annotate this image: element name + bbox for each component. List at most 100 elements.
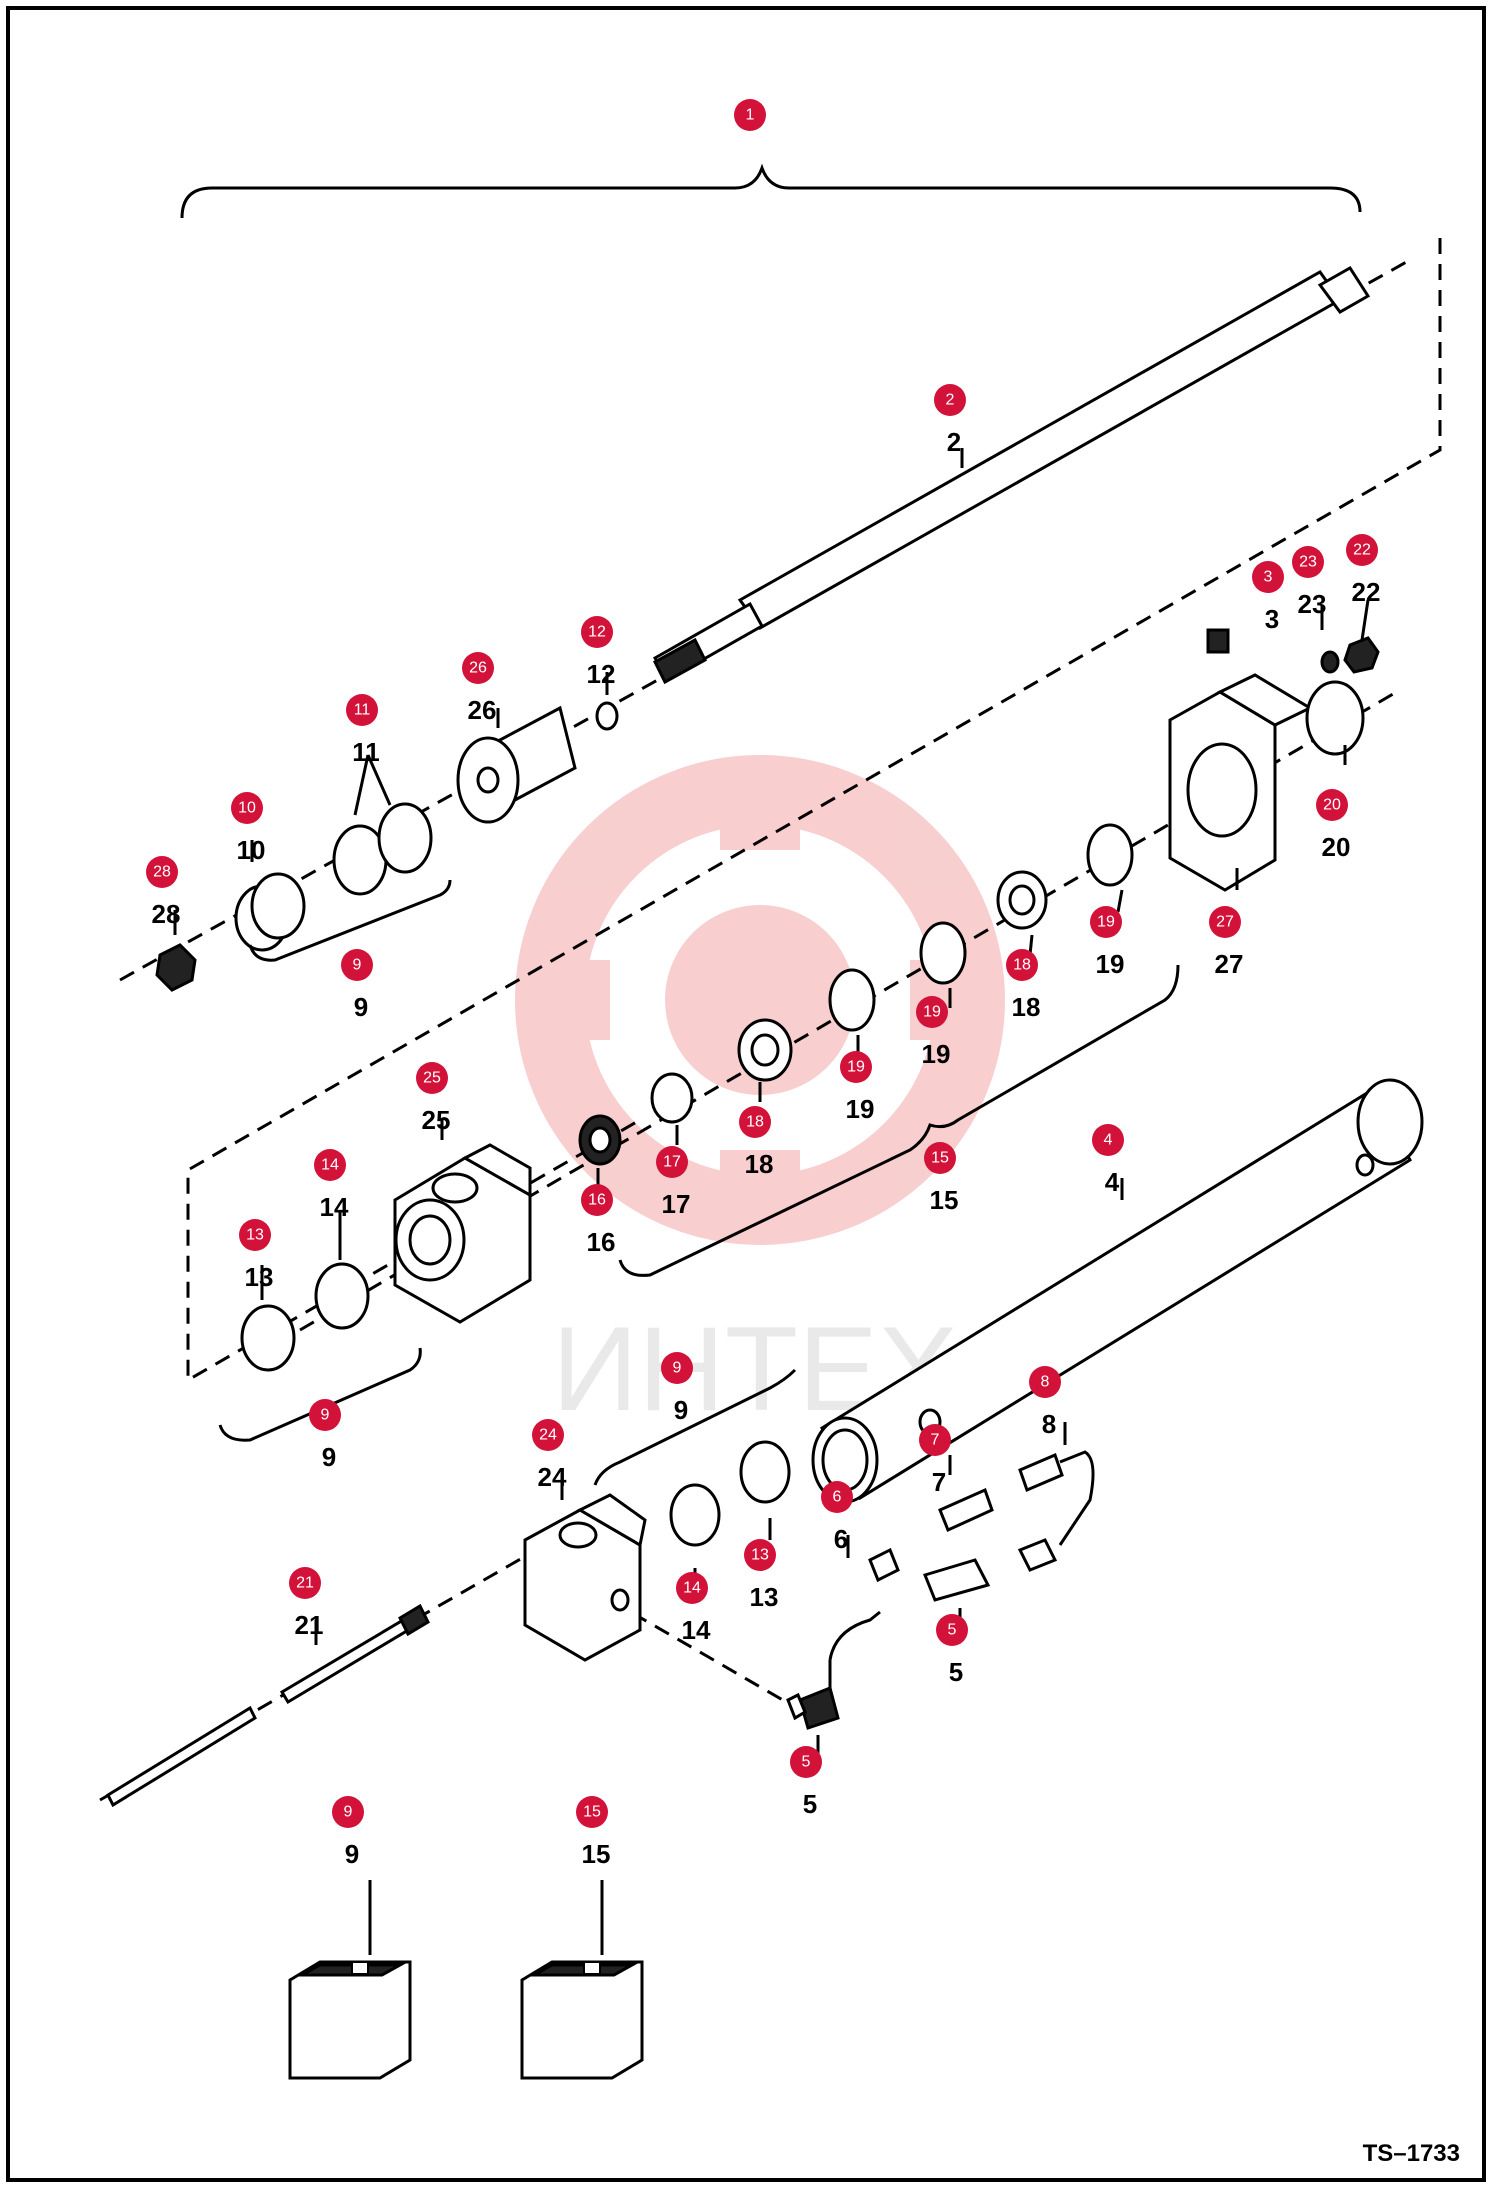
callout-number: 12 (588, 624, 606, 641)
callout-number: 19 (923, 1004, 941, 1021)
callout-6: 66 (821, 1481, 853, 1554)
callout-badge (314, 1149, 346, 1181)
kit-bracket-9c (593, 1368, 797, 1486)
leader-lines (173, 448, 1370, 1955)
hydraulic-lines (786, 1450, 1095, 1730)
callout-number: 2 (946, 392, 955, 409)
callout-9: 99 (309, 1399, 341, 1472)
assembly-bracket (180, 163, 1362, 219)
nut (155, 943, 197, 992)
callout-number: 13 (751, 1547, 769, 1564)
part-label: 2 (947, 427, 961, 457)
callout-number: 24 (539, 1427, 557, 1444)
plug (1206, 628, 1230, 654)
piston-rings (332, 802, 433, 896)
callout-number: 14 (321, 1157, 339, 1174)
callout-number: 7 (931, 1432, 940, 1449)
part-label: 19 (846, 1094, 875, 1124)
callout-badge (924, 1142, 956, 1174)
callout-badge (289, 1567, 321, 1599)
part-label: 17 (662, 1189, 691, 1219)
part-label: 16 (587, 1227, 616, 1257)
callout-number: 27 (1216, 914, 1234, 931)
callout-badge (744, 1539, 776, 1571)
callout-badge (916, 996, 948, 1028)
drawing-code: TS–1733 (1362, 2140, 1460, 2167)
part-label: 25 (422, 1105, 451, 1135)
callout-badge (309, 1399, 341, 1431)
callout-number: 16 (588, 1192, 606, 1209)
part-label: 21 (295, 1610, 324, 1640)
callout-badge (576, 1796, 608, 1828)
callout-8: 88 (1029, 1366, 1061, 1439)
callout-number: 9 (321, 1407, 330, 1424)
callout-27: 27 27 (1209, 906, 1243, 979)
callout-number: 28 (153, 864, 171, 881)
callout-badge (332, 1796, 364, 1828)
o-ring-13b (739, 1440, 791, 1504)
callout-14: 14 14 (676, 1572, 711, 1645)
end-plate (1168, 673, 1314, 892)
part-label: 6 (834, 1524, 848, 1554)
callout-badge (919, 1424, 951, 1456)
callout-number: 4 (1104, 1132, 1113, 1149)
callout-2: 22 (934, 384, 966, 457)
callout-badge (532, 1419, 564, 1451)
part-label: 19 (1096, 949, 1125, 979)
callout-badge (1006, 949, 1038, 981)
callout-badge (1092, 1124, 1124, 1156)
callout-number: 19 (1097, 914, 1115, 931)
part-label: 20 (1322, 832, 1351, 862)
callout-number: 25 (423, 1070, 441, 1087)
callout-number: 8 (1041, 1374, 1050, 1391)
callout-number: 15 (583, 1804, 601, 1821)
callout-7: 77 (919, 1424, 951, 1497)
callout-badge (840, 1051, 872, 1083)
wear-ring (234, 872, 306, 952)
callout-number: 22 (1353, 542, 1371, 559)
part-label: 9 (322, 1442, 336, 1472)
callout-badge (934, 384, 966, 416)
callout-number: 18 (746, 1114, 764, 1131)
kit-bracket-15a (618, 964, 1180, 1277)
part-label: 4 (1105, 1167, 1120, 1197)
callout-number: 9 (353, 957, 362, 974)
callout-badge (739, 1106, 771, 1138)
part-label: 28 (152, 899, 181, 929)
part-label: 11 (352, 737, 380, 767)
callout-badge (661, 1352, 693, 1384)
callout-number: 9 (344, 1804, 353, 1821)
callout-number: 23 (1299, 554, 1317, 571)
callout-number: 3 (1264, 569, 1273, 586)
callout-number: 14 (683, 1580, 701, 1597)
part-label: 3 (1265, 604, 1279, 634)
callout-number: 19 (847, 1059, 865, 1076)
callout-5: 55 (790, 1746, 822, 1819)
callout-21: 21 21 (289, 1567, 323, 1640)
callout-number: 13 (246, 1227, 264, 1244)
o-ring-13a (240, 1304, 296, 1372)
callout-number: 9 (673, 1360, 682, 1377)
o-ring-14b (669, 1483, 721, 1547)
part-label: 9 (345, 1839, 359, 1869)
callout-number: 21 (296, 1575, 314, 1592)
diagram-frame (6, 6, 1486, 2182)
part-label: 9 (674, 1395, 688, 1425)
part-label: 14 (682, 1615, 711, 1645)
part-label: 27 (1215, 949, 1244, 979)
seal-stack (578, 823, 1134, 1166)
callout-28: 28 28 (146, 856, 180, 929)
base-end (523, 1493, 647, 1662)
part-label: 19 (922, 1039, 951, 1069)
part-label: 7 (932, 1467, 946, 1497)
